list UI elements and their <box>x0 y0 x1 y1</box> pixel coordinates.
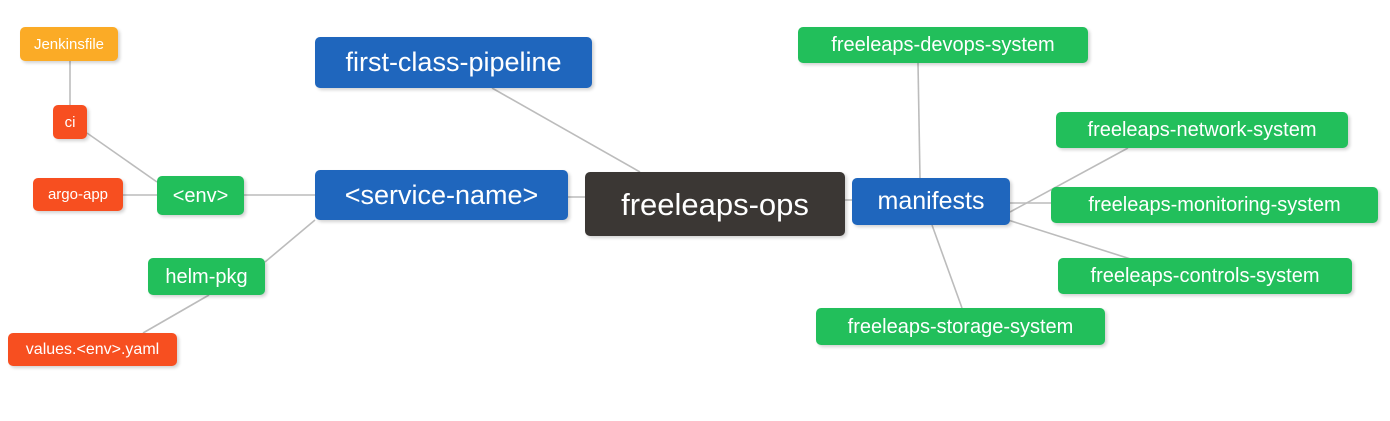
mindmap-node-helm-pkg[interactable]: helm-pkg <box>148 258 265 295</box>
node-label: freeleaps-devops-system <box>831 34 1055 56</box>
node-label: values.<env>.yaml <box>25 340 160 358</box>
node-label: <env> <box>172 184 229 207</box>
mindmap-node-network-system[interactable]: freeleaps-network-system <box>1056 112 1348 148</box>
edge-first-class-pipeline-to-freeleaps-ops <box>491 87 641 173</box>
node-label: helm-pkg <box>165 265 248 288</box>
node-label: freeleaps-ops <box>621 186 809 222</box>
mindmap-node-first-class-pipeline[interactable]: first-class-pipeline <box>315 37 592 88</box>
mindmap-node-freeleaps-ops[interactable]: freeleaps-ops <box>585 172 845 236</box>
edge-helm-pkg-to-values-yaml <box>142 294 210 334</box>
mindmap-node-manifests[interactable]: manifests <box>852 178 1010 225</box>
node-label: freeleaps-storage-system <box>847 315 1074 338</box>
node-label: manifests <box>877 187 985 215</box>
mindmap-node-values-yaml[interactable]: values.<env>.yaml <box>8 333 177 366</box>
edge-manifests-to-devops-system <box>917 62 921 179</box>
edge-service-name-to-helm-pkg <box>264 219 316 263</box>
node-label: <service-name> <box>344 179 539 210</box>
mindmap-node-storage-system[interactable]: freeleaps-storage-system <box>816 308 1105 345</box>
mindmap-node-ci[interactable]: ci <box>53 105 87 139</box>
node-label: first-class-pipeline <box>345 47 562 77</box>
edge-manifests-to-storage-system <box>931 224 963 309</box>
edge-manifests-to-controls-system <box>1007 219 1141 263</box>
node-label: freeleaps-network-system <box>1087 119 1317 141</box>
mindmap-node-env[interactable]: <env> <box>157 176 244 215</box>
mindmap-node-devops-system[interactable]: freeleaps-devops-system <box>798 27 1088 63</box>
mindmap-node-monitoring-system[interactable]: freeleaps-monitoring-system <box>1051 187 1378 223</box>
edge-ci-to-env <box>86 132 158 183</box>
node-label: argo-app <box>47 186 109 203</box>
node-label: freeleaps-controls-system <box>1090 265 1320 287</box>
mindmap-node-service-name[interactable]: <service-name> <box>315 170 568 220</box>
node-label: ci <box>64 113 76 131</box>
mindmap-node-jenkinsfile[interactable]: Jenkinsfile <box>20 27 118 61</box>
mindmap-node-argo-app[interactable]: argo-app <box>33 178 123 211</box>
mindmap-node-controls-system[interactable]: freeleaps-controls-system <box>1058 258 1352 294</box>
node-label: Jenkinsfile <box>33 35 105 53</box>
node-label: freeleaps-monitoring-system <box>1088 194 1341 216</box>
